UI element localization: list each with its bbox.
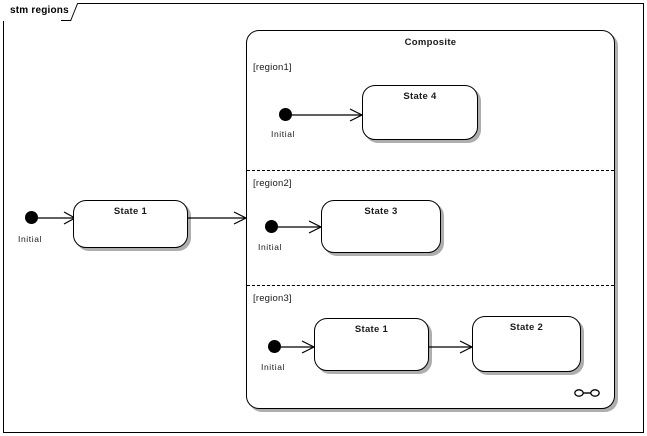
state-box-state1-top[interactable]: State 1 xyxy=(73,200,188,248)
state-label: State 1 xyxy=(354,324,389,335)
state-box-state2[interactable]: State 2 xyxy=(472,316,581,372)
initial-label-region3: Initial xyxy=(261,362,286,372)
transition-region1-initial-to-state4 xyxy=(292,108,364,122)
region-divider-2 xyxy=(247,285,614,286)
initial-label-region1: Initial xyxy=(271,129,296,139)
region-label-1: [region1] xyxy=(253,62,292,73)
region-label-3: [region3] xyxy=(253,293,292,304)
region-label-2: [region2] xyxy=(253,178,292,189)
initial-node-top[interactable] xyxy=(25,211,38,224)
transition-state1-to-composite xyxy=(188,211,248,225)
initial-label-top: Initial xyxy=(18,234,43,244)
state-box-state4[interactable]: State 4 xyxy=(362,85,478,140)
initial-node-region1[interactable] xyxy=(279,108,292,121)
state-label: State 2 xyxy=(509,322,544,333)
state-box-state1-region3[interactable]: State 1 xyxy=(314,318,429,371)
transition-state1-to-state2 xyxy=(429,340,474,354)
diagram-title: stm regions xyxy=(10,5,69,16)
state-box-state3[interactable]: State 3 xyxy=(321,200,441,253)
region-divider-1 xyxy=(247,170,614,171)
state-label: State 1 xyxy=(113,206,148,217)
initial-node-region3[interactable] xyxy=(268,340,281,353)
state-label: State 3 xyxy=(364,206,398,217)
diagram-frame-tab-fill xyxy=(3,3,61,21)
composite-title: Composite xyxy=(404,37,457,48)
transition-region2-initial-to-state3 xyxy=(278,220,323,234)
submachine-icon xyxy=(574,389,600,397)
initial-node-region2[interactable] xyxy=(265,220,278,233)
initial-label-region2: Initial xyxy=(258,242,283,252)
state-label: State 4 xyxy=(403,91,437,102)
